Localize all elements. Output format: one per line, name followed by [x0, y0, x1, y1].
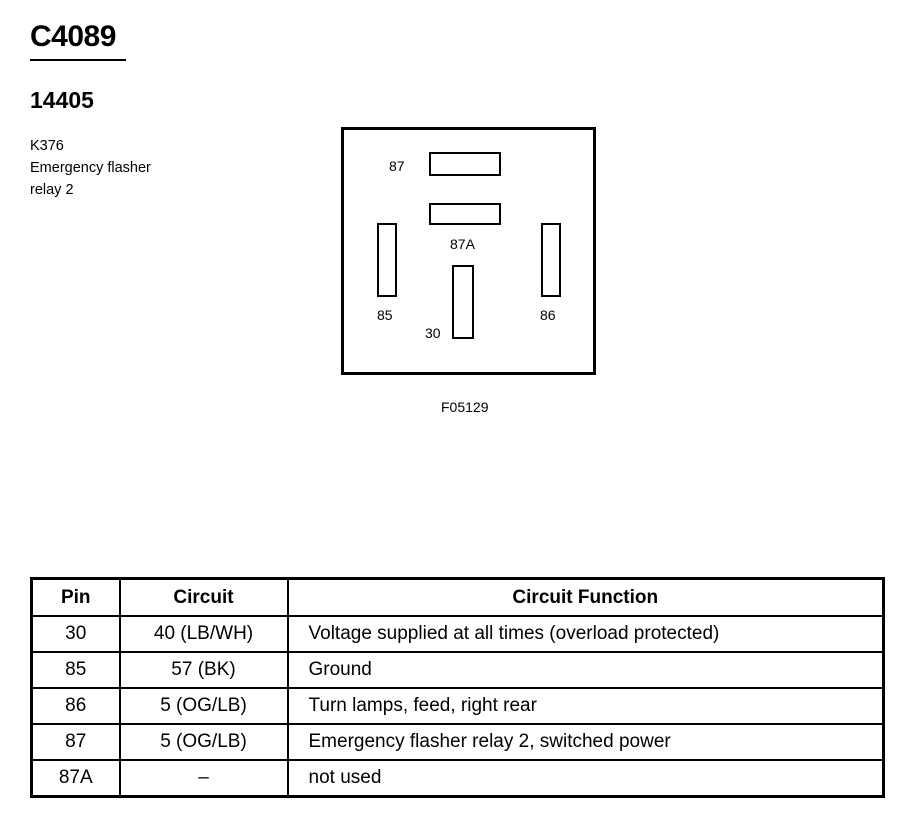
cell-circuit: –	[118, 759, 289, 798]
component-code: K376	[30, 138, 64, 154]
figure-id: F05129	[441, 399, 489, 415]
cell-function: Emergency flasher relay 2, switched powe…	[286, 723, 885, 761]
pin-blade-85	[377, 223, 397, 297]
cell-circuit: 57 (BK)	[118, 651, 289, 689]
cell-function: Ground	[286, 651, 885, 689]
part-number: 14405	[30, 87, 94, 113]
pin-blade-87a	[429, 203, 501, 225]
cell-pin: 87	[30, 723, 121, 761]
cell-pin: 86	[30, 687, 121, 725]
cell-pin: 30	[30, 615, 121, 653]
table-row: 87A – not used	[30, 759, 885, 798]
pin-label-30: 30	[425, 325, 441, 341]
relay-face-diagram: 87 87A 85 86 30	[341, 127, 596, 375]
component-description: K376 Emergency flasher relay 2	[30, 135, 250, 201]
header-circuit: Circuit	[118, 577, 289, 617]
pinout-table: Pin Circuit Circuit Function 30 40 (LB/W…	[30, 577, 885, 798]
cell-circuit: 5 (OG/LB)	[118, 723, 289, 761]
component-name-line1: Emergency flasher	[30, 160, 151, 176]
pin-label-86: 86	[540, 307, 556, 323]
header-circuit-function: Circuit Function	[286, 577, 885, 617]
cell-pin: 87A	[30, 759, 121, 798]
pin-blade-87	[429, 152, 501, 176]
pin-blade-86	[541, 223, 561, 297]
cell-pin: 85	[30, 651, 121, 689]
table-row: 87 5 (OG/LB) Emergency flasher relay 2, …	[30, 723, 885, 761]
pin-label-87a: 87A	[450, 236, 475, 252]
table-header-row: Pin Circuit Circuit Function	[30, 577, 885, 617]
cell-circuit: 40 (LB/WH)	[118, 615, 289, 653]
pin-label-87: 87	[389, 158, 405, 174]
cell-circuit: 5 (OG/LB)	[118, 687, 289, 725]
cell-function: Turn lamps, feed, right rear	[286, 687, 885, 725]
cell-function: not used	[286, 759, 885, 798]
pin-label-85: 85	[377, 307, 393, 323]
cell-function: Voltage supplied at all times (overload …	[286, 615, 885, 653]
component-name-line2: relay 2	[30, 182, 74, 198]
connector-id: C4089	[30, 20, 116, 53]
table-row: 86 5 (OG/LB) Turn lamps, feed, right rea…	[30, 687, 885, 725]
table-row: 85 57 (BK) Ground	[30, 651, 885, 689]
connector-id-underline	[30, 59, 126, 61]
header-pin: Pin	[30, 577, 121, 617]
pin-blade-30	[452, 265, 474, 339]
table-row: 30 40 (LB/WH) Voltage supplied at all ti…	[30, 615, 885, 653]
